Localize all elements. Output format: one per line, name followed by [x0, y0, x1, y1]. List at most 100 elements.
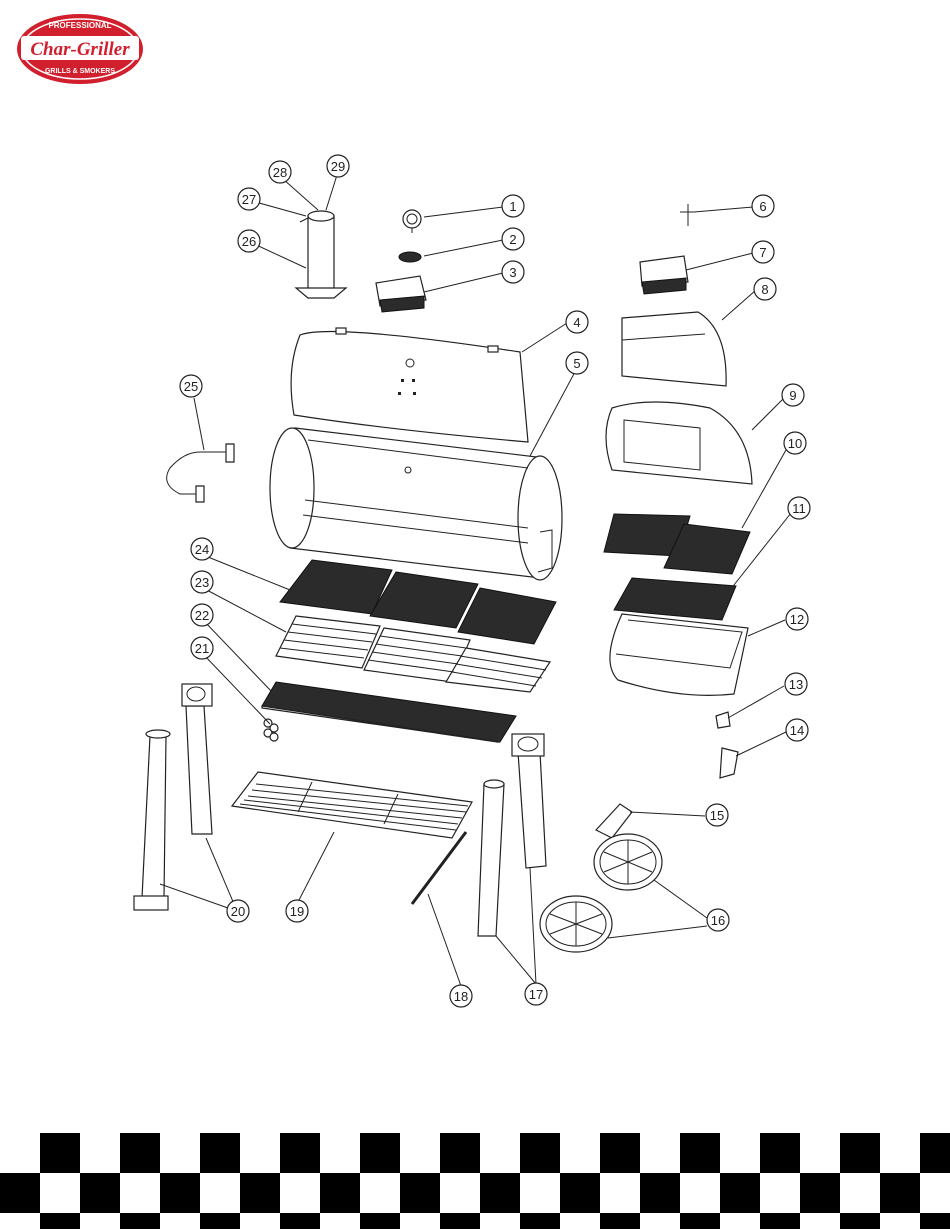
callout-16: 16	[707, 909, 729, 931]
svg-text:18: 18	[454, 989, 468, 1004]
callout-14: 14	[786, 719, 808, 741]
checker-square	[320, 1173, 360, 1213]
svg-text:25: 25	[184, 379, 198, 394]
checker-square	[40, 1213, 80, 1229]
part-upper-grate-1	[280, 560, 392, 614]
svg-text:3: 3	[509, 265, 516, 280]
part-bottom-shelf	[232, 772, 472, 838]
callout-12: 12	[786, 608, 808, 630]
callout-9: 9	[782, 384, 804, 406]
callout-10: 10	[784, 432, 806, 454]
part-chimney	[296, 211, 346, 298]
callout-17: 17	[525, 983, 547, 1005]
svg-text:20: 20	[231, 904, 245, 919]
svg-text:11: 11	[792, 501, 806, 516]
checker-square	[640, 1173, 680, 1213]
callout-23: 23	[191, 571, 213, 593]
checker-square	[280, 1133, 320, 1173]
part-main-lid	[291, 328, 528, 442]
callout-18: 18	[450, 985, 472, 1007]
checker-square	[160, 1173, 200, 1213]
part-thermometer	[403, 210, 421, 233]
part-firebox-body	[610, 614, 748, 695]
checker-square	[920, 1213, 950, 1229]
svg-text:24: 24	[195, 542, 209, 557]
checker-square	[200, 1213, 240, 1229]
callout-13: 13	[785, 673, 807, 695]
checker-square	[680, 1213, 720, 1229]
callout-24: 24	[191, 538, 213, 560]
checker-square	[600, 1213, 640, 1229]
checkerboard-footer	[0, 1133, 950, 1229]
part-small-plate	[720, 748, 738, 778]
svg-text:10: 10	[788, 436, 802, 451]
callout-22: 22	[191, 604, 213, 626]
checker-square	[440, 1133, 480, 1173]
svg-text:29: 29	[331, 159, 345, 174]
checker-square	[120, 1133, 160, 1173]
svg-text:16: 16	[711, 913, 725, 928]
checker-square	[880, 1173, 920, 1213]
checker-square	[760, 1213, 800, 1229]
svg-text:28: 28	[273, 165, 287, 180]
checker-square	[40, 1133, 80, 1173]
part-barrel	[270, 428, 562, 580]
callout-27: 27	[238, 188, 260, 210]
svg-text:13: 13	[789, 677, 803, 692]
checker-square	[480, 1173, 520, 1213]
part-axle-bracket	[596, 804, 632, 838]
callout-7: 7	[752, 241, 774, 263]
callout-6: 6	[752, 195, 774, 217]
svg-text:7: 7	[759, 245, 766, 260]
checker-square	[840, 1213, 880, 1229]
svg-text:17: 17	[529, 987, 543, 1002]
checker-square	[360, 1213, 400, 1229]
part-small-bracket	[680, 204, 694, 226]
part-charcoal-pan	[262, 682, 516, 742]
svg-text:6: 6	[759, 199, 766, 214]
callout-8: 8	[754, 278, 776, 300]
svg-text:23: 23	[195, 575, 209, 590]
svg-text:19: 19	[290, 904, 304, 919]
part-lid-handle	[376, 276, 426, 312]
checker-square	[400, 1173, 440, 1213]
callout-25: 25	[180, 375, 202, 397]
checker-square	[800, 1173, 840, 1213]
checker-square	[0, 1173, 40, 1213]
part-upper-grate-3	[458, 588, 556, 644]
callout-3: 3	[502, 261, 524, 283]
part-bezel	[399, 252, 421, 262]
part-leg-right-front	[478, 780, 504, 936]
part-leg-right-rear	[512, 734, 546, 868]
svg-text:2: 2	[509, 232, 516, 247]
svg-text:12: 12	[790, 612, 804, 627]
part-axle	[412, 832, 466, 904]
part-small-knob	[716, 712, 730, 728]
leader-lines	[160, 175, 791, 986]
svg-text:4: 4	[573, 315, 580, 330]
part-hardware	[264, 719, 278, 741]
part-lower-grate-1	[276, 616, 380, 668]
checker-square	[720, 1173, 760, 1213]
callout-20: 20	[227, 900, 249, 922]
callout-4: 4	[566, 311, 588, 333]
checker-square	[80, 1173, 120, 1213]
callout-26: 26	[238, 230, 260, 252]
svg-text:9: 9	[789, 388, 796, 403]
callout-19: 19	[286, 900, 308, 922]
checker-square	[240, 1173, 280, 1213]
svg-text:8: 8	[761, 282, 768, 297]
callout-15: 15	[706, 804, 728, 826]
callout-29: 29	[327, 155, 349, 177]
callout-28: 28	[269, 161, 291, 183]
checker-square	[600, 1133, 640, 1173]
checker-square	[680, 1133, 720, 1173]
part-firebox-lid	[606, 402, 752, 484]
checker-square	[200, 1133, 240, 1173]
svg-text:27: 27	[242, 192, 256, 207]
svg-text:26: 26	[242, 234, 256, 249]
svg-text:21: 21	[195, 641, 209, 656]
part-wheel-upper	[594, 834, 662, 890]
callout-11: 11	[788, 497, 810, 519]
